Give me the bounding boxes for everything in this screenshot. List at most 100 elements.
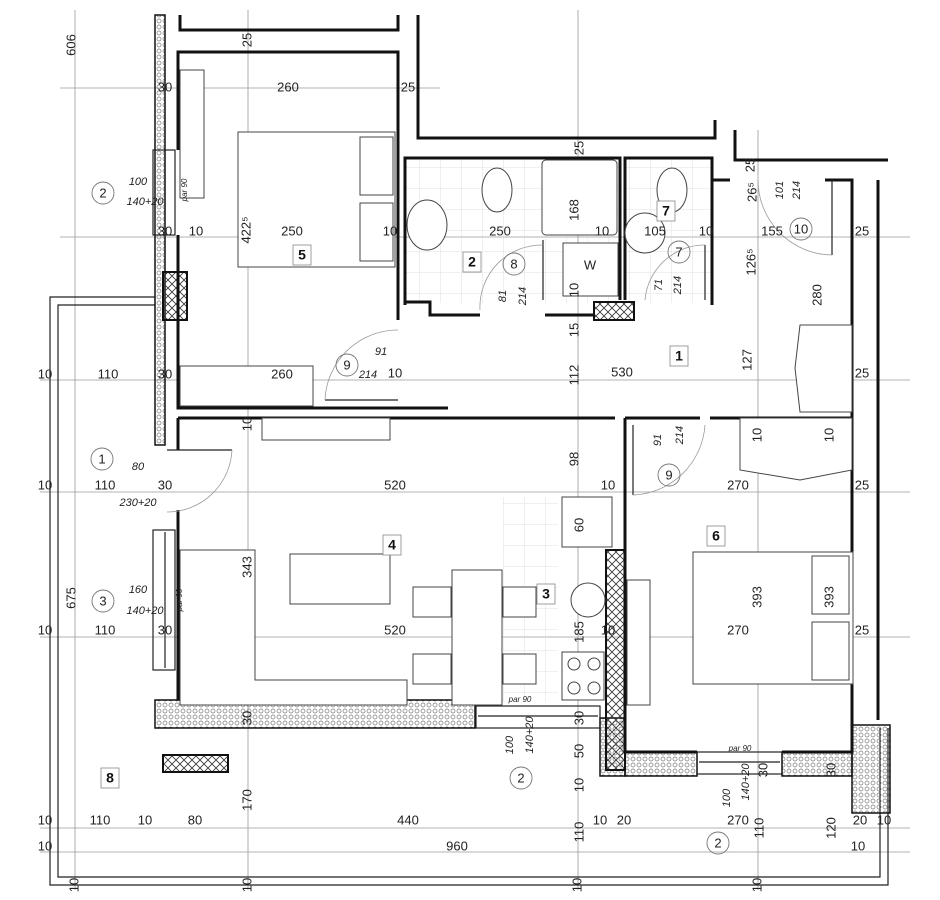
dimension-label: 606	[63, 34, 78, 56]
dimension-label: 20	[853, 812, 867, 827]
dimension-label: 280	[809, 284, 824, 306]
dimension-label: 10	[38, 622, 52, 637]
dimension-label: 25	[855, 622, 869, 637]
dimension-label: 520	[384, 622, 406, 637]
dimension-label: 214	[358, 369, 377, 381]
dimension-label: 20	[617, 812, 631, 827]
exterior-wall-right	[851, 724, 891, 814]
room-number: 8	[106, 770, 114, 786]
doors	[166, 179, 833, 513]
dimension-label: 960	[446, 838, 468, 853]
dimension-label: par 90	[180, 178, 189, 202]
dimension-label: 393	[749, 586, 764, 608]
room-tag-box	[706, 525, 726, 547]
opening-tag-circle	[91, 589, 115, 613]
furniture	[179, 69, 854, 706]
dimension-label: 110	[98, 366, 119, 381]
room-number: 2	[468, 254, 476, 270]
dimension-label: 10	[239, 417, 254, 431]
dimension-label: 440	[397, 812, 419, 827]
dimension-label: 530	[611, 364, 633, 379]
dimension-label: 127	[739, 349, 754, 371]
dimension-label: par 90	[175, 588, 184, 612]
room-number: 4	[388, 537, 396, 553]
dimension-label: 10	[566, 283, 581, 297]
opening-tag: 2	[714, 835, 721, 850]
opening-tag-circle	[706, 831, 730, 855]
dimension-label: 10	[601, 622, 615, 637]
dimension-label: 80	[132, 461, 145, 473]
room-tag-box	[669, 345, 689, 367]
dimension-label: 10	[38, 366, 52, 381]
room-tag-box	[656, 200, 676, 222]
dimension-label: 25	[855, 477, 869, 492]
opening-tag: 10	[794, 221, 808, 236]
room-number: 3	[542, 586, 550, 602]
dimension-label: 110	[95, 622, 116, 637]
dimension-label: 71	[653, 279, 665, 291]
dimension-label: 105	[644, 223, 666, 238]
dimension-label: 30	[158, 366, 172, 381]
shaft-wall	[605, 549, 626, 771]
dimension-label: 25	[239, 33, 254, 47]
dimension-label: 10	[851, 838, 865, 853]
dimension-label: 343	[239, 556, 254, 578]
dimension-label: 30	[158, 79, 172, 94]
room-number: 1	[675, 348, 683, 364]
dimension-label: 10	[749, 428, 764, 442]
dimension-label: 30	[755, 763, 770, 777]
dimension-label: 270	[727, 477, 749, 492]
dimension-label: 60	[571, 518, 586, 532]
dimension-label: 15	[566, 323, 581, 337]
dimension-label: 10	[601, 477, 615, 492]
dimension-label: 25	[855, 223, 869, 238]
dimension-label: 214	[517, 287, 529, 306]
opening-tag-circle	[91, 181, 115, 205]
dimension-label: 110	[571, 822, 586, 843]
room-tag-box	[100, 767, 120, 789]
dimension-label: 270	[727, 812, 749, 827]
dimension-label: 230+20	[118, 497, 157, 509]
room-tag-box	[462, 251, 482, 273]
opening-tag-circle	[509, 766, 533, 790]
dimension-label: 250	[489, 223, 511, 238]
dimension-label: 675	[63, 587, 78, 609]
room-number: 6	[712, 528, 720, 544]
dimension-label: 30	[158, 477, 172, 492]
dimension-label: 10	[383, 223, 397, 238]
dimension-label: 91	[652, 434, 664, 446]
opening-tag: 2	[99, 185, 106, 200]
room-tag-box	[536, 583, 556, 605]
dimension-label: 10	[189, 223, 203, 238]
room-number: 7	[662, 203, 670, 219]
dimension-label: 50	[571, 744, 586, 758]
dimension-label: 168	[566, 199, 581, 221]
opening-tag-circle	[657, 463, 681, 487]
dimension-label: 98	[566, 452, 581, 466]
dimension-label: 10	[821, 428, 836, 442]
dimension-label: 250	[281, 223, 303, 238]
dimension-label: 10	[239, 878, 254, 892]
dimension-label: 25	[571, 141, 586, 155]
dimension-label: 260	[271, 366, 293, 381]
dimension-label: 120	[823, 817, 838, 839]
dimension-label: 10	[38, 477, 52, 492]
dimension-label: 422⁵	[238, 216, 253, 243]
dimension-label: 10	[877, 812, 891, 827]
opening-tag-circle	[667, 240, 691, 264]
dimension-label: 112	[566, 365, 581, 386]
opening-tag: 2	[517, 770, 524, 785]
dimension-label: 214	[791, 181, 803, 200]
dimension-label: 10	[595, 223, 609, 238]
dimension-label: 25	[855, 365, 869, 380]
dimension-label: 140+20	[740, 763, 752, 801]
terrace-outline	[49, 296, 889, 886]
dimension-label: 10	[749, 878, 764, 892]
dimension-label: 214	[674, 426, 686, 445]
dimension-label: 393	[821, 586, 836, 608]
dimension-label: 80	[188, 812, 202, 827]
room-number: 5	[298, 247, 306, 263]
dimension-label: 10	[593, 812, 607, 827]
